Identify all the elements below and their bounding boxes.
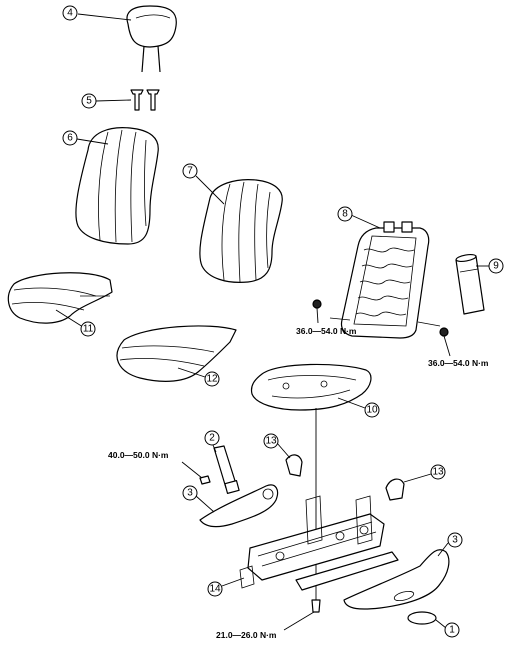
leader-4 [77, 13, 132, 21]
callout-2: 2 [204, 430, 220, 446]
leader-7 [195, 175, 225, 205]
svg-text:13: 13 [432, 467, 444, 478]
callout-6: 6 [62, 130, 78, 146]
svg-text:12: 12 [206, 374, 218, 385]
leader-13b [403, 473, 432, 483]
svg-text:7: 7 [187, 166, 193, 177]
svg-text:3: 3 [187, 488, 193, 499]
leader-torque-right [443, 335, 451, 357]
leader-1 [435, 619, 447, 629]
leader-8 [350, 214, 381, 229]
seat-pan [250, 363, 372, 411]
callout-13b: 13 [430, 464, 446, 480]
backrest-pad [199, 179, 283, 283]
leader-5 [95, 99, 132, 102]
svg-text:13: 13 [265, 436, 277, 447]
side-trim-left [199, 484, 279, 528]
backrest-frame [329, 221, 441, 339]
leader-12 [177, 367, 206, 378]
leader-3a [195, 495, 215, 513]
bottom-bolt [311, 599, 321, 613]
leader-torque-buckle [181, 461, 203, 479]
callout-13a: 13 [263, 433, 279, 449]
callout-3a: 3 [182, 485, 198, 501]
frame-bolt-left [312, 299, 322, 309]
lumbar-cylinder [455, 253, 485, 315]
backrest-cover [75, 127, 159, 245]
leader-2 [212, 444, 217, 453]
callout-11: 11 [80, 321, 96, 337]
headrest [126, 5, 177, 73]
callout-14: 14 [207, 581, 223, 597]
svg-text:5: 5 [86, 96, 92, 107]
buckle-bolt [199, 475, 211, 485]
callout-12: 12 [204, 371, 220, 387]
svg-text:8: 8 [342, 209, 348, 220]
svg-text:14: 14 [209, 584, 221, 595]
leader-10 [337, 397, 366, 409]
svg-text:10: 10 [366, 405, 378, 416]
torque-label-frame-left: 36.0—54.0 N·m [296, 326, 357, 336]
leader-3b [437, 542, 449, 557]
torque-label-bottom: 21.0—26.0 N·m [216, 630, 277, 640]
callout-8: 8 [337, 206, 353, 222]
svg-text:11: 11 [83, 324, 94, 335]
callout-1: 1 [444, 622, 460, 638]
seat-adjuster-track [239, 495, 399, 591]
leader-torque-bottom [283, 611, 315, 631]
side-trim-right [343, 549, 450, 610]
leader-14 [221, 577, 245, 587]
leader-torque-left [316, 307, 319, 324]
trim-cap [407, 611, 437, 625]
seat-belt-buckle [213, 445, 240, 494]
headrest-guides [130, 89, 160, 111]
torque-label-frame-right: 36.0—54.0 N·m [428, 358, 489, 368]
callout-10: 10 [364, 402, 380, 418]
callout-4: 4 [62, 5, 78, 21]
callout-9: 9 [488, 258, 504, 274]
svg-text:9: 9 [493, 261, 499, 272]
svg-text:2: 2 [209, 433, 215, 444]
frame-bolt-right [439, 327, 449, 337]
leader-13a [276, 442, 291, 459]
svg-text:1: 1 [449, 625, 455, 636]
callout-7: 7 [182, 163, 198, 179]
cushion-cover [7, 272, 113, 324]
cushion-pad [116, 325, 237, 382]
svg-text:3: 3 [452, 535, 458, 546]
trim-clip-right [385, 478, 405, 501]
callout-3b: 3 [447, 532, 463, 548]
leader-11 [55, 309, 84, 328]
svg-text:4: 4 [67, 8, 73, 19]
leader-6 [76, 138, 109, 145]
trim-clip-left [285, 454, 303, 477]
torque-label-buckle: 40.0—50.0 N·m [108, 450, 169, 460]
callout-5: 5 [81, 93, 97, 109]
svg-text:6: 6 [67, 133, 73, 144]
